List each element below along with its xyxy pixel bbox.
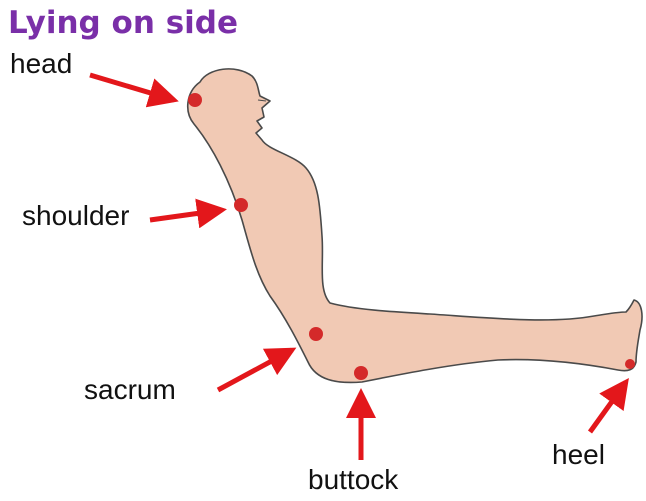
arrow-heel <box>590 382 626 432</box>
body-silhouette <box>188 69 642 383</box>
label-sacrum: sacrum <box>84 376 176 404</box>
label-buttock: buttock <box>308 466 398 494</box>
arrow-shoulder <box>150 210 222 220</box>
arrow-head <box>90 75 174 100</box>
pressure-point-buttock <box>354 366 368 380</box>
pressure-point-shoulder <box>234 198 248 212</box>
label-heel: heel <box>552 441 605 469</box>
pressure-point-head <box>188 93 202 107</box>
pressure-point-sacrum <box>309 327 323 341</box>
label-shoulder: shoulder <box>22 202 129 230</box>
arrow-sacrum <box>218 350 292 390</box>
pressure-point-heel <box>625 359 635 369</box>
label-head: head <box>10 50 72 78</box>
